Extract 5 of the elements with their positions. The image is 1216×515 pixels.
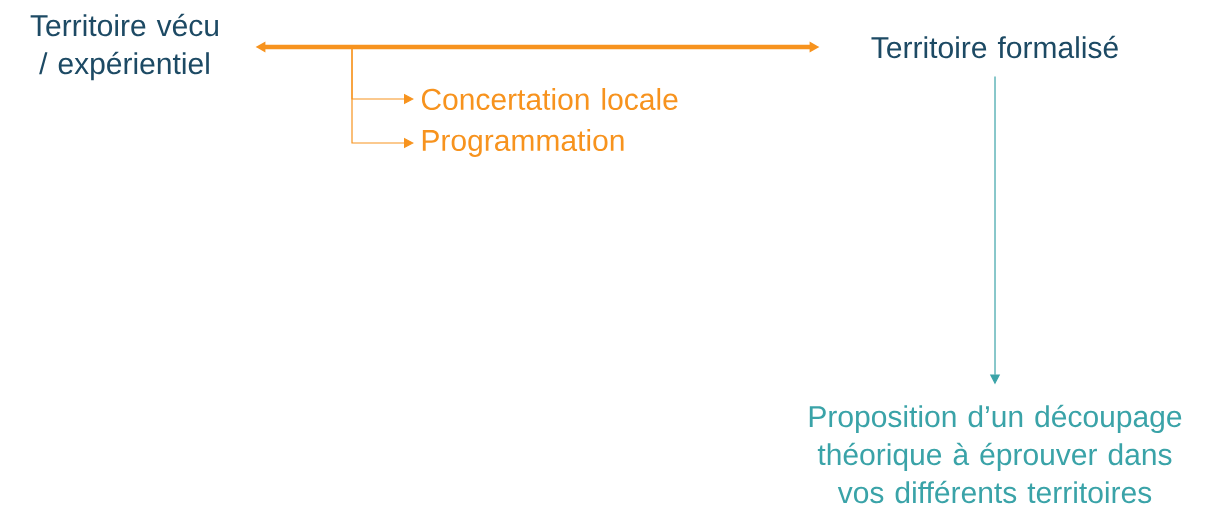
text-label: Territoire formalisé [871,35,1118,59]
text-label: Concertation locale [421,88,678,110]
text-label: Territoire vécu / expérientiel [30,13,218,81]
text-label: Programmation [422,129,624,157]
text-label: Proposition d’un découpage théorique à éprouver dans vos différents territoires [809,404,1182,504]
